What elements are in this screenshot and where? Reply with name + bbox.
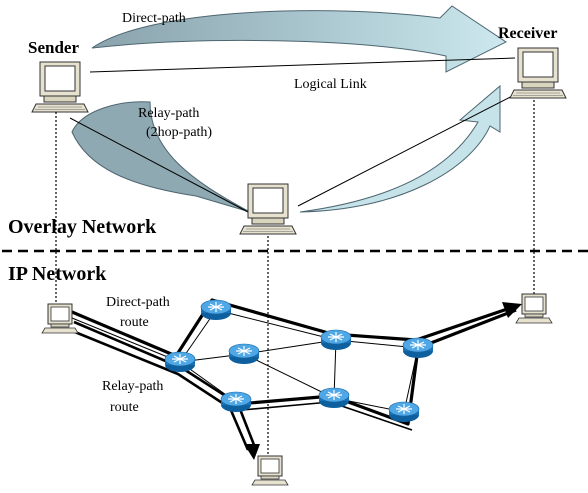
logical-link-label: Logical Link bbox=[294, 77, 367, 92]
direct-path-label: Direct-path bbox=[122, 11, 186, 26]
relay-path-arrow-right bbox=[299, 84, 501, 213]
router-1 bbox=[200, 299, 232, 321]
ip-host-receiver bbox=[515, 293, 553, 324]
ip-host-relay bbox=[251, 455, 289, 486]
overlay-network-label: Overlay Network bbox=[8, 216, 157, 238]
router-2 bbox=[164, 351, 196, 373]
relay-path-route-b bbox=[69, 328, 250, 451]
relay-to-receiver-route bbox=[237, 308, 517, 426]
sender-label: Sender bbox=[28, 38, 79, 57]
direct-route-label: Direct-path bbox=[106, 295, 170, 310]
logical-link-direct bbox=[89, 57, 516, 73]
relay-route-sublabel: route bbox=[110, 400, 139, 415]
router-4 bbox=[220, 391, 252, 413]
relay-route-arrowhead bbox=[244, 444, 260, 460]
direct-path-arrow bbox=[91, 5, 507, 73]
relay-route-label: Relay-path bbox=[102, 379, 163, 394]
relay-path-route-a bbox=[73, 320, 258, 451]
receiver-label: Receiver bbox=[498, 25, 558, 42]
relay-path-sublabel: (2hop-path) bbox=[146, 125, 212, 140]
relay-computer bbox=[239, 183, 297, 235]
receiver-computer bbox=[509, 47, 567, 99]
router-6 bbox=[318, 387, 350, 409]
sender-computer bbox=[31, 61, 89, 113]
direct-path-route bbox=[71, 298, 517, 358]
router-8 bbox=[388, 401, 420, 423]
logical-link-sender-relay bbox=[69, 117, 249, 213]
router-3 bbox=[228, 343, 260, 365]
direct-route-sublabel: route bbox=[120, 315, 149, 330]
router-5 bbox=[320, 329, 352, 351]
ip-network-label: IP Network bbox=[8, 263, 107, 285]
router-7 bbox=[402, 337, 434, 359]
logical-link-relay-receiver bbox=[297, 91, 521, 207]
relay-path-arrow-left bbox=[71, 101, 251, 213]
relay-path-label: Relay-path bbox=[138, 106, 199, 121]
